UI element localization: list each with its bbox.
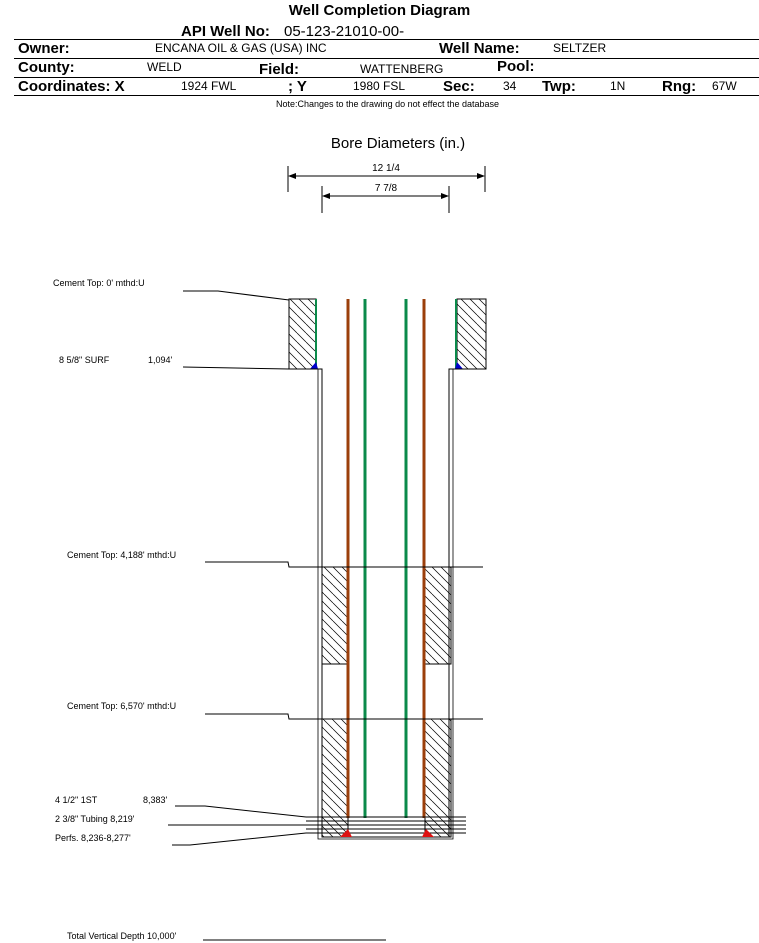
- cement-4188-right: [424, 566, 452, 665]
- bottom-marker-lines: [306, 816, 466, 834]
- coord-x-value: 1924 FWL: [181, 79, 237, 93]
- rng-label: Rng:: [662, 78, 697, 95]
- row-divider-3: [14, 77, 759, 78]
- county-label: County:: [18, 59, 75, 76]
- outer-bore-dimension: [287, 166, 486, 192]
- production-hole-inner: [317, 369, 454, 840]
- api-label: API Well No:: [181, 23, 270, 40]
- header-block: Well Completion Diagram API Well No: 05-…: [0, 0, 759, 115]
- owner-label: Owner:: [18, 40, 70, 57]
- row-divider-4: [14, 95, 759, 96]
- well-name-label: Well Name:: [439, 40, 520, 57]
- surface-cement-right: [456, 298, 487, 370]
- well-name-value: SELTZER: [553, 41, 607, 55]
- surface-shoe-right: [455, 362, 463, 369]
- surface-shoe-left: [310, 362, 318, 369]
- production-hole-outline: [289, 368, 486, 838]
- label-cement-top-6570: Cement Top: 6,570' mthd:U: [67, 701, 176, 711]
- perforation-right: [422, 829, 434, 837]
- perforation-left: [340, 829, 352, 837]
- label-perfs: Perfs. 8,236-8,277': [55, 833, 131, 843]
- county-value: WELD: [147, 60, 182, 74]
- rng-value: 67W: [712, 79, 737, 93]
- label-total-vertical-depth: Total Vertical Depth 10,000': [67, 931, 177, 941]
- api-value: 05-123-21010-00-: [284, 23, 405, 40]
- label-surface-depth: 1,094': [148, 355, 173, 365]
- bore-diameters-title: Bore Diameters (in.): [331, 135, 465, 152]
- cement-6570-right: [424, 718, 452, 838]
- inner-bore-label: 7 7/8: [375, 183, 398, 194]
- twp-label: Twp:: [542, 78, 576, 95]
- surface-cement-left: [288, 298, 317, 370]
- coord-y-value: 1980 FSL: [353, 79, 406, 93]
- inner-bore-dimension: [321, 186, 450, 213]
- label-cement-top-4188: Cement Top: 4,188' mthd:U: [67, 550, 176, 560]
- twp-value: 1N: [610, 79, 626, 93]
- label-tubing: 2 3/8" Tubing 8,219': [55, 814, 135, 824]
- coord-y-label: ; Y: [288, 78, 307, 95]
- page-title: Well Completion Diagram: [288, 2, 471, 19]
- leader-lines: [168, 290, 483, 941]
- label-surface-casing: 8 5/8" SURF: [59, 355, 110, 365]
- label-production-casing: 4 1/2" 1ST: [55, 795, 98, 805]
- label-production-depth: 8,383': [143, 795, 168, 805]
- row-divider-2: [14, 58, 759, 59]
- sec-value: 34: [503, 79, 517, 93]
- outer-bore-label: 12 1/4: [372, 163, 400, 174]
- label-cement-top-0: Cement Top: 0' mthd:U: [53, 278, 145, 288]
- cement-6570-left: [321, 718, 349, 838]
- field-value: WATTENBERG: [360, 62, 444, 76]
- sec-label: Sec:: [443, 78, 475, 95]
- owner-value: ENCANA OIL & GAS (USA) INC: [155, 41, 327, 55]
- note-text: Note:Changes to the drawing do not effec…: [276, 99, 499, 109]
- row-divider-1: [14, 39, 759, 40]
- cement-4188-left: [321, 566, 349, 665]
- pool-label: Pool:: [497, 58, 535, 75]
- coord-x-label: Coordinates: X: [18, 78, 125, 95]
- field-label: Field:: [259, 61, 299, 78]
